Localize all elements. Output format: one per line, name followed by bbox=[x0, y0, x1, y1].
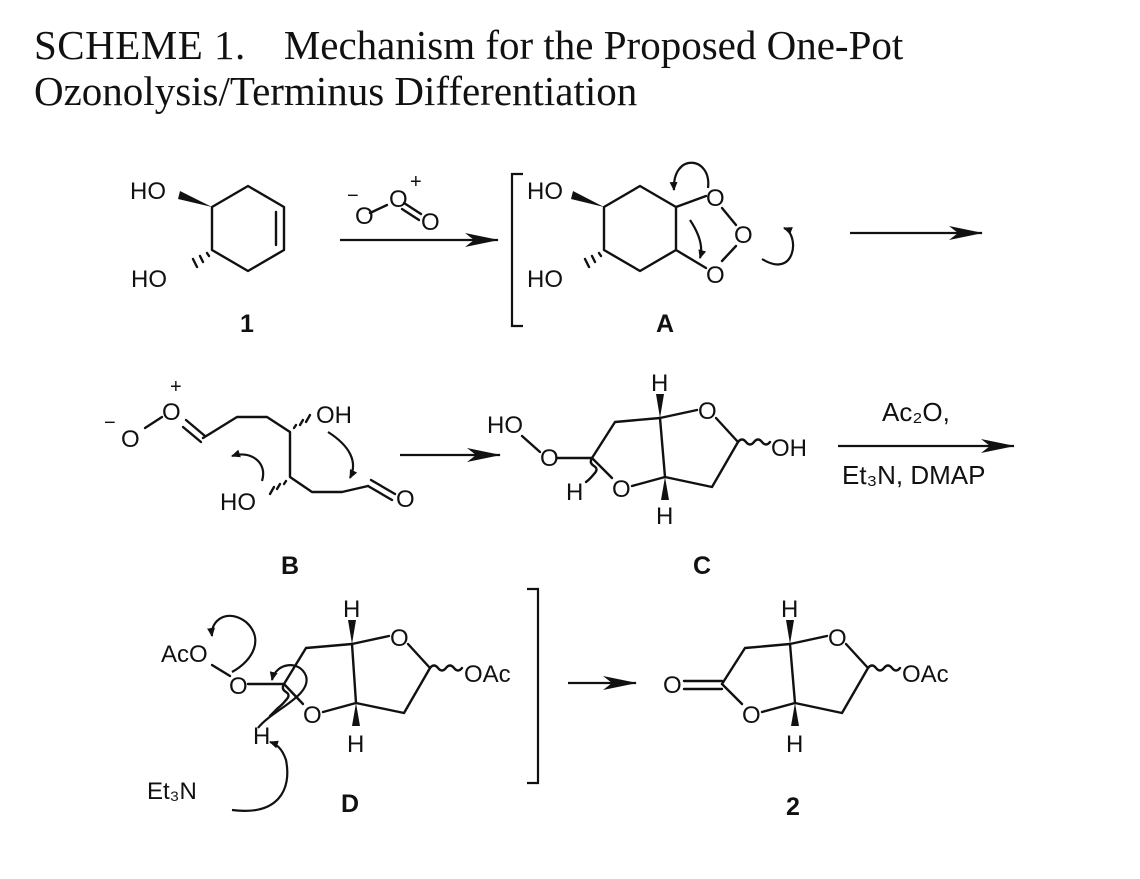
intermediate-A: HO HO O O O A bbox=[510, 161, 795, 338]
oh-label: OH bbox=[771, 435, 807, 462]
intermediate-D: AcO O O O H H OAc H Et₃N D bbox=[147, 587, 540, 818]
curved-arrow bbox=[689, 219, 707, 259]
carbon-chain bbox=[201, 415, 370, 494]
o-atom: O bbox=[612, 476, 631, 503]
o-atom: O bbox=[698, 398, 717, 425]
o-atom: O bbox=[121, 426, 140, 453]
bracket-left bbox=[510, 172, 523, 328]
ho-label: HO bbox=[527, 266, 563, 293]
o-atom: O bbox=[389, 186, 408, 213]
oac-label: OAc bbox=[464, 661, 511, 688]
wedge-bond bbox=[786, 620, 794, 644]
hash-bond bbox=[583, 251, 603, 269]
title-text-1: Mechanism for the Proposed One-Pot bbox=[283, 22, 904, 68]
h-label: H bbox=[651, 370, 668, 397]
hash-bond bbox=[292, 413, 312, 430]
cyclohexene-ring bbox=[210, 184, 286, 273]
curved-arrow bbox=[231, 740, 289, 812]
o-atom: O bbox=[390, 625, 409, 652]
wedge-bond bbox=[656, 394, 664, 418]
hash-bond bbox=[268, 479, 288, 496]
minus-charge: − bbox=[104, 412, 116, 434]
compound-label-2: 2 bbox=[786, 793, 800, 821]
reagent-line-2: Et₃N, DMAP bbox=[842, 460, 986, 490]
o-atom: O bbox=[421, 209, 440, 236]
compound-label-A: A bbox=[656, 310, 674, 338]
h-label: H bbox=[786, 731, 803, 758]
o-atom: O bbox=[229, 673, 248, 700]
o-atom: O bbox=[303, 702, 322, 729]
ozone-reagent: − O O + O bbox=[347, 171, 440, 236]
wavy-bond bbox=[736, 438, 772, 446]
ho-label: HO bbox=[220, 489, 256, 516]
oh-label: OH bbox=[316, 402, 352, 429]
ho-label: HO bbox=[131, 266, 167, 293]
h-label: H bbox=[566, 479, 583, 506]
bracket-right bbox=[527, 587, 540, 785]
reagent-line-1: Ac₂O, bbox=[882, 397, 950, 427]
curved-arrow bbox=[231, 449, 265, 482]
o-atom: O bbox=[706, 262, 725, 289]
h-label: H bbox=[343, 596, 360, 623]
wavy-bond bbox=[428, 664, 464, 672]
cyclohexane-ring bbox=[602, 184, 678, 273]
wedge-bond bbox=[352, 703, 360, 726]
curved-arrow bbox=[761, 226, 795, 266]
product-2: O O O H H OAc 2 bbox=[663, 596, 949, 821]
title-line-1: SCHEME 1. Mechanism for the Proposed One-… bbox=[34, 22, 1114, 68]
curved-arrow bbox=[207, 614, 257, 673]
et3n-label: Et₃N bbox=[147, 778, 197, 805]
intermediate-C: HO O O O H H H OH C bbox=[487, 370, 807, 580]
ho-label: HO bbox=[130, 178, 166, 205]
scheme-number: SCHEME 1. bbox=[34, 22, 246, 68]
o-atom: O bbox=[706, 185, 725, 212]
wedge-bond bbox=[178, 191, 212, 207]
title-line-2: Ozonolysis/Terminus Differentiation bbox=[34, 68, 638, 114]
scheme-title: SCHEME 1. Mechanism for the Proposed One-… bbox=[34, 22, 1114, 114]
wavy-bond bbox=[268, 682, 290, 718]
wavy-bond bbox=[866, 664, 902, 672]
curved-arrow bbox=[327, 431, 358, 479]
intermediate-B: + O − O OH HO O B bbox=[104, 376, 415, 580]
wedge-bond bbox=[791, 703, 799, 726]
o-atom: O bbox=[540, 445, 559, 472]
h-label: H bbox=[656, 503, 673, 530]
plus-charge: + bbox=[170, 376, 182, 398]
minus-charge: − bbox=[347, 185, 359, 207]
h-label: H bbox=[781, 596, 798, 623]
o-atom: O bbox=[396, 486, 415, 513]
plus-charge: + bbox=[410, 171, 422, 193]
o-atom: O bbox=[734, 222, 753, 249]
ho-label: HO bbox=[527, 178, 563, 205]
compound-label-B: B bbox=[281, 552, 299, 580]
compound-label-1: 1 bbox=[240, 310, 254, 338]
wavy-bond bbox=[584, 456, 598, 484]
o-atom: O bbox=[355, 203, 374, 230]
compound-1: HO HO 1 bbox=[130, 178, 286, 338]
wedge-bond bbox=[661, 477, 669, 500]
compound-label-C: C bbox=[693, 552, 711, 580]
aco-label: AcO bbox=[161, 641, 208, 668]
o-atom: O bbox=[828, 625, 847, 652]
o-atom: O bbox=[663, 672, 682, 699]
h-label: H bbox=[253, 723, 270, 750]
o-atom: O bbox=[162, 399, 181, 426]
wedge-bond bbox=[348, 620, 356, 644]
wedge-bond bbox=[571, 191, 604, 207]
hash-bond bbox=[191, 251, 211, 269]
h-label: H bbox=[347, 731, 364, 758]
curved-arrow bbox=[669, 161, 710, 191]
ho-label: HO bbox=[487, 412, 523, 439]
curved-arrow bbox=[257, 664, 308, 729]
oac-label: OAc bbox=[902, 661, 949, 688]
o-atom: O bbox=[742, 702, 761, 729]
compound-label-D: D bbox=[341, 790, 359, 818]
